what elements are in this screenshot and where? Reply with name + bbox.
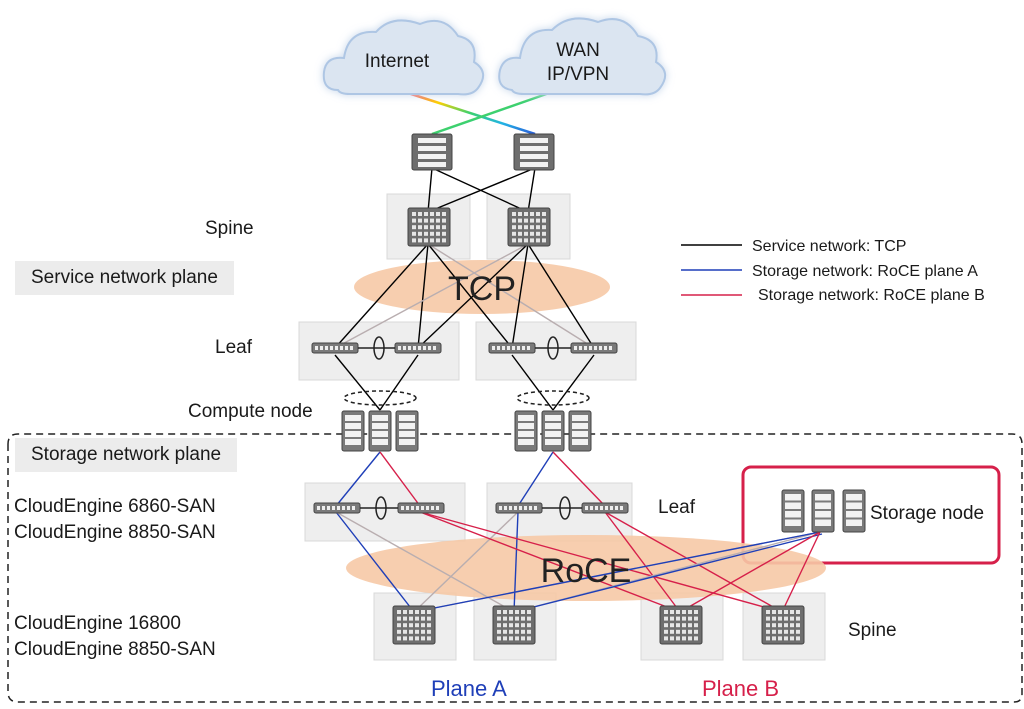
leaf-top-lag-2-ring — [547, 336, 559, 360]
compute-server-4-icon — [514, 410, 538, 452]
compute-leaf-b-1 — [379, 451, 421, 507]
storage-spine-a-2 — [513, 533, 823, 613]
leaf-compute-link-0 — [334, 354, 381, 411]
compute-leaf-b-2 — [552, 451, 606, 507]
leafb-spine-b-1 — [419, 511, 681, 613]
links — [334, 90, 823, 613]
spine-leaf-link-0-3 — [427, 243, 595, 349]
spine-leaf-link-0-2 — [427, 243, 513, 349]
leaf-bottom-switch-1-icon — [313, 502, 361, 514]
storage-server-3-icon — [842, 489, 866, 533]
storage-plane-boundary — [7, 433, 1023, 703]
leafb-spine-g-1 — [335, 511, 515, 613]
compute-lag-ellipse-2 — [516, 390, 590, 406]
spine-leaf-link-1-0 — [334, 243, 529, 349]
storage-spine-b-2 — [781, 531, 821, 613]
spine-top-label: Spine — [205, 218, 254, 239]
compute-server-5-icon — [541, 410, 565, 452]
legend-text-tcp: Service network: TCP — [752, 238, 906, 255]
compute-server-1-icon — [341, 410, 365, 452]
leaf-bottom-label: Leaf — [658, 497, 695, 518]
leafb-spine-b-2 — [419, 511, 783, 613]
leaf-bottom-lag-1-ring — [375, 496, 387, 520]
cloud-internet-label: Internet — [365, 51, 430, 72]
gateway-1-icon — [411, 133, 453, 171]
spine-top-switch-1-icon — [407, 207, 451, 247]
compute-leaf-a-2 — [517, 451, 554, 507]
spine-model-1: CloudEngine 16800 — [14, 613, 181, 634]
spine-model-2: CloudEngine 8850-SAN — [14, 639, 216, 660]
spine-leaf-link-0-0 — [334, 243, 429, 349]
legend-text-plane-b: Storage network: RoCE plane B — [758, 287, 985, 304]
leaf-top-label: Leaf — [215, 337, 252, 358]
wan-link-2 — [431, 90, 553, 136]
storage-spine-a-1 — [413, 531, 821, 613]
storage-server-2-icon — [811, 489, 835, 533]
service-plane-tag: Service network plane — [15, 261, 234, 295]
leafb-spine-a-1 — [335, 511, 415, 613]
tcp-label: TCP — [448, 270, 516, 308]
storage-spine-b-1 — [679, 531, 821, 613]
spine-leaf-link-1-1 — [417, 243, 529, 349]
cloud-internet-icon — [322, 19, 485, 96]
plane-a-label: Plane A — [431, 676, 507, 701]
cloud-wan-label-1: WAN — [556, 40, 600, 61]
leaf-model-2: CloudEngine 8850-SAN — [14, 522, 216, 543]
leaf-model-1: CloudEngine 6860-SAN — [14, 496, 216, 517]
leaf-bottom-switch-3-icon — [495, 502, 543, 514]
legend-text-plane-a: Storage network: RoCE plane A — [752, 263, 978, 280]
leaf-bottom-switch-2-icon — [397, 502, 445, 514]
roce-label: RoCE — [541, 552, 632, 590]
gw-spine-link-4 — [527, 167, 536, 213]
spine-top-switch-2-icon — [507, 207, 551, 247]
cloud-wan-label-2: IP/VPN — [547, 64, 609, 85]
spine-leaf-link-1-3 — [527, 243, 595, 349]
compute-server-3-icon — [395, 410, 419, 452]
spine-bottom-switch-3-icon — [659, 605, 703, 645]
leaf-bottom-switch-4-icon — [581, 502, 629, 514]
cloud-wan-icon — [498, 17, 667, 96]
leaf-compute-link-2 — [511, 354, 554, 411]
spine-leaf-link-0-1 — [417, 243, 429, 349]
compute-node-label: Compute node — [188, 401, 313, 422]
spine-bottom-switch-4-icon — [761, 605, 805, 645]
leaf-top-switch-2-icon — [394, 342, 442, 354]
gw-spine-link-3 — [427, 167, 536, 213]
devices — [311, 133, 866, 645]
gateway-2-icon — [513, 133, 555, 171]
leaf-bottom-lag-2-ring — [559, 496, 571, 520]
spine-bottom-label: Spine — [848, 620, 897, 641]
spine-leaf-link-1-2 — [511, 243, 529, 349]
leafb-spine-g-2 — [413, 511, 519, 613]
storage-node-label: Storage node — [870, 503, 985, 524]
compute-leaf-a-1 — [335, 451, 381, 507]
leaf-top-switch-1-icon — [311, 342, 359, 354]
leaf-compute-link-3 — [552, 354, 595, 411]
leafb-spine-b-3 — [604, 511, 681, 613]
leafb-spine-a-2 — [513, 511, 519, 613]
spine-bottom-switch-1-icon — [392, 605, 436, 645]
spine-bottom-switch-2-icon — [492, 605, 536, 645]
wan-link-1 — [404, 90, 536, 136]
leafb-spine-b-4 — [604, 511, 783, 613]
storage-plane-tag: Storage network plane — [15, 438, 238, 472]
plane-b-label: Plane B — [702, 676, 780, 701]
leaf-top-switch-4-icon — [570, 342, 618, 354]
compute-lag-ellipse-1 — [343, 390, 417, 406]
gw-spine-link-1 — [427, 167, 433, 213]
storage-server-1-icon — [781, 489, 805, 533]
compute-server-2-icon — [368, 410, 392, 452]
leaf-top-switch-3-icon — [488, 342, 536, 354]
legend: Service network: TCP Storage network: Ro… — [681, 238, 985, 304]
compute-server-6-icon — [568, 410, 592, 452]
leaf-top-lag-1-ring — [373, 336, 385, 360]
leaf-compute-link-1 — [379, 354, 419, 411]
